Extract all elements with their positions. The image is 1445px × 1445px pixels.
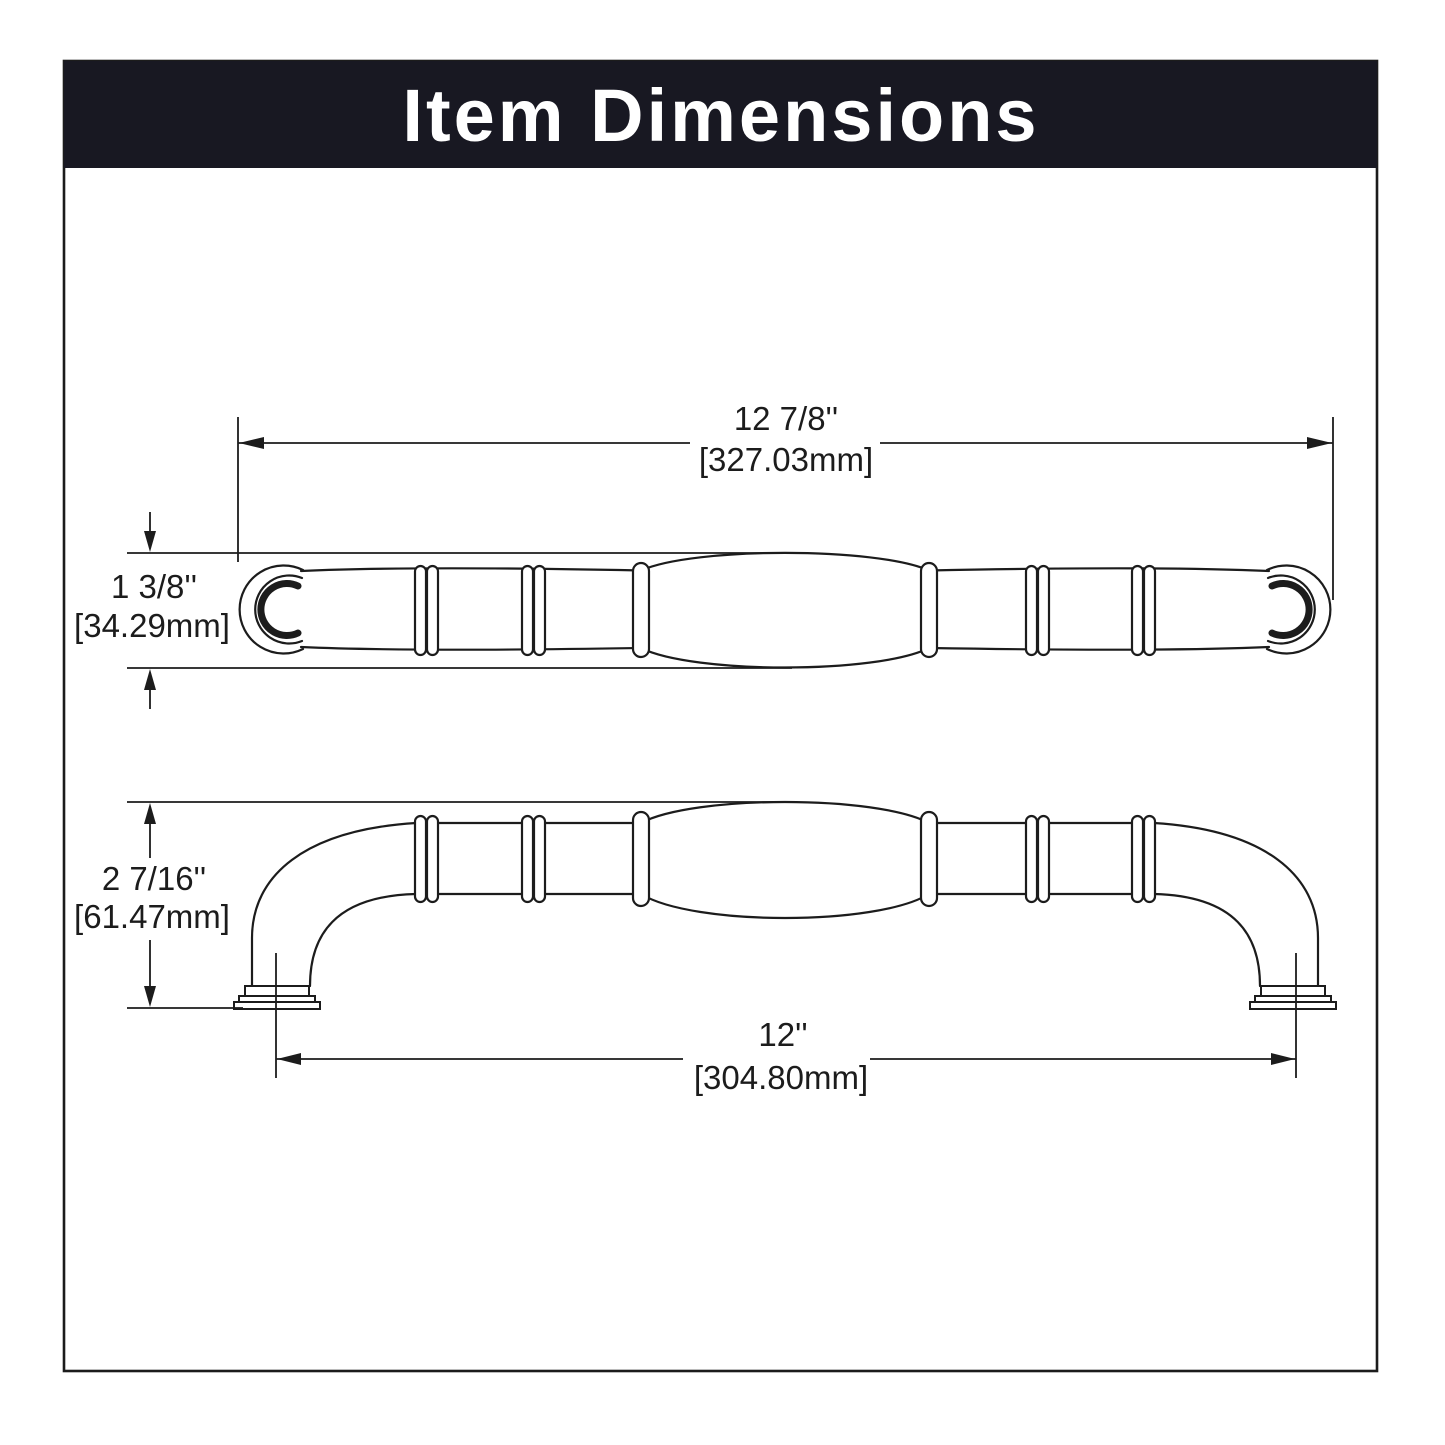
ring-band	[1024, 814, 1039, 904]
right-endcap-mid-arc	[1266, 574, 1316, 645]
right-leg-outer	[1152, 821, 1320, 988]
ring-band	[1130, 814, 1145, 904]
ring-band	[919, 561, 939, 659]
right-foot-step	[1260, 985, 1326, 997]
arrowhead-right	[1271, 1053, 1295, 1065]
left-endcap-mid-arc	[254, 574, 304, 645]
dimension-value-mm: [327.03mm]	[699, 441, 873, 478]
dimension-projection-height: 2 7/16'' [61.47mm]	[74, 801, 790, 1009]
dimension-value-mm: [304.80mm]	[694, 1059, 868, 1096]
right-leg-inner	[1152, 892, 1262, 988]
left-foot-base	[233, 1001, 321, 1010]
ring-band	[631, 810, 651, 908]
left-leg-inner	[308, 892, 418, 988]
ring-band	[631, 561, 651, 659]
ring-band	[1024, 564, 1039, 657]
ring-band	[532, 564, 547, 657]
left-endcap-outer-arc	[238, 564, 305, 655]
ring-band	[520, 814, 535, 904]
top-view-lower-contour	[299, 645, 1271, 669]
dimension-value-inches: 12''	[758, 1016, 807, 1053]
ring-band	[919, 810, 939, 908]
left-foot-step	[244, 985, 310, 997]
ring-band	[1142, 564, 1157, 657]
ring-band	[520, 564, 535, 657]
arrowhead-down	[144, 531, 156, 552]
dimension-value-inches: 12 7/8''	[734, 400, 838, 437]
dimension-overall-length: 12 7/8'' [327.03mm]	[237, 400, 1334, 600]
front-view-lower-contour	[414, 892, 1156, 920]
dimension-profile-height: 1 3/8'' [34.29mm]	[74, 512, 792, 709]
arrowhead-left	[277, 1053, 301, 1065]
right-endcap-outer-arc	[1265, 564, 1332, 655]
dimension-value-mm: [34.29mm]	[74, 607, 230, 644]
dimension-value-inches: 2 7/16''	[102, 860, 206, 897]
arrowhead-down	[144, 986, 156, 1007]
ring-band	[1036, 564, 1051, 657]
header-band	[64, 61, 1377, 168]
ring-band	[1036, 814, 1051, 904]
ring-band	[1142, 814, 1157, 904]
right-endcap-inner-arc	[1268, 580, 1313, 639]
dimension-center-to-center: 12'' [304.80mm]	[276, 1016, 1296, 1096]
top-view-upper-contour	[299, 551, 1271, 573]
left-leg-outer	[250, 821, 418, 988]
arrowhead-left	[239, 437, 264, 449]
top-view-drawing	[238, 551, 1332, 669]
arrowhead-right	[1307, 437, 1332, 449]
ring-band	[413, 814, 428, 904]
header: Item Dimensions	[64, 61, 1377, 168]
dimension-value-mm: [61.47mm]	[74, 898, 230, 935]
arrowhead-up	[144, 669, 156, 690]
ring-band	[413, 564, 428, 657]
right-foot-base	[1249, 1001, 1337, 1010]
dimension-value-inches: 1 3/8''	[111, 568, 197, 605]
ring-band	[532, 814, 547, 904]
ring-band	[425, 564, 440, 657]
page-title: Item Dimensions	[402, 74, 1039, 157]
ring-band	[1130, 564, 1145, 657]
drawing-border	[62, 59, 1379, 1373]
arrowhead-up	[144, 803, 156, 824]
ring-band	[425, 814, 440, 904]
left-endcap-inner-arc	[257, 580, 302, 639]
